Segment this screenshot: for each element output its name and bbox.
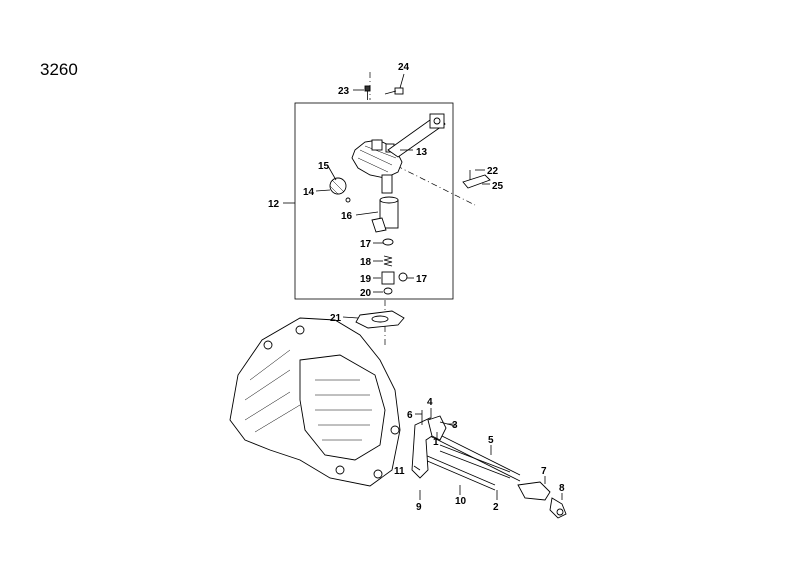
- diagram-page-number: 3260: [40, 60, 78, 79]
- callout-11: 11: [394, 466, 405, 477]
- callout-9: 9: [416, 502, 422, 513]
- callout-18: 18: [360, 257, 372, 268]
- callout-2: 2: [493, 502, 499, 513]
- callout-6: 6: [407, 410, 413, 421]
- callout-1: 1: [433, 437, 439, 448]
- callout-8: 8: [559, 483, 565, 494]
- spring-18: [383, 255, 393, 267]
- callout-3: 3: [452, 420, 458, 431]
- bushing-19: [381, 271, 395, 285]
- shift-housing-13: [351, 113, 446, 194]
- callout-20: 20: [360, 288, 372, 299]
- bolt-24: [384, 87, 404, 95]
- bracket-22-25: [462, 170, 491, 189]
- nut-17: [398, 272, 408, 282]
- callout-15: 15: [318, 161, 330, 172]
- washer-17: [382, 238, 394, 246]
- callout-22: 22: [487, 166, 499, 177]
- callout-5: 5: [488, 435, 494, 446]
- assembly-frame: [294, 102, 454, 300]
- bolt-23: [364, 85, 371, 100]
- transmission-case: [229, 317, 401, 487]
- callout-16: 16: [341, 211, 353, 222]
- callout-12: 12: [268, 199, 280, 210]
- callout-25: 25: [492, 181, 504, 192]
- callout-7: 7: [541, 466, 547, 477]
- leader-lines: [283, 73, 563, 500]
- gasket-21: [355, 310, 405, 329]
- callout-4: 4: [427, 397, 433, 408]
- sleeve-16: [371, 196, 399, 233]
- callout-14: 14: [303, 187, 315, 198]
- callout-24: 24: [398, 62, 410, 73]
- callout-17-upper: 17: [360, 239, 372, 250]
- shift-rods-forks: [411, 410, 567, 519]
- callout-23: 23: [338, 86, 350, 97]
- knob-14-15: [329, 177, 351, 203]
- washer-20: [383, 287, 393, 295]
- callout-10: 10: [455, 496, 467, 507]
- callout-19: 19: [360, 274, 372, 285]
- callout-13: 13: [416, 147, 428, 158]
- callout-21: 21: [330, 313, 342, 324]
- callout-17-lower: 17: [416, 274, 428, 285]
